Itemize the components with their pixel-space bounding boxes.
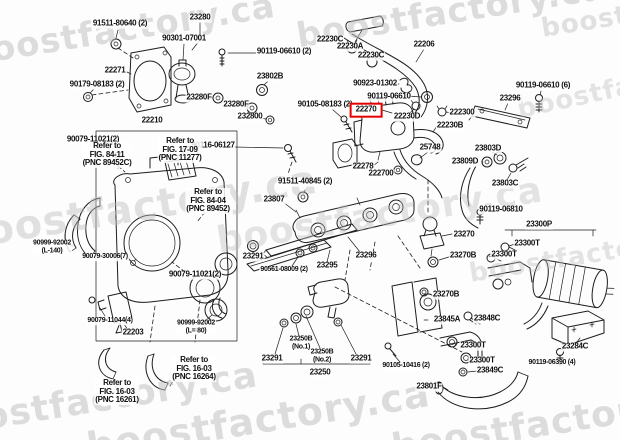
part-label: 22230C <box>356 50 386 61</box>
part-label: 23284C <box>560 341 590 352</box>
union-fittings-drawing <box>459 151 529 229</box>
delivery-pipe-drawing <box>246 189 421 281</box>
part-label: 90999-92002(L-140) <box>32 239 72 255</box>
part-label: 23280F <box>185 92 213 103</box>
part-label: 23809D <box>450 156 480 167</box>
part-label: 22271 <box>103 65 127 76</box>
part-label: 23250B(No.1) <box>288 335 314 351</box>
part-label: 23270 <box>452 229 476 240</box>
part-label: 90079-30006(7) <box>81 253 129 261</box>
part-label: 23802B <box>255 71 285 82</box>
part-label: 22203 <box>121 327 145 338</box>
part-label: 23300T <box>490 249 518 260</box>
part-label: 23270B <box>448 250 478 261</box>
part-label: 23280 <box>188 12 212 23</box>
part-label: 22206 <box>412 39 436 50</box>
part-label: 90923-01302 <box>352 78 398 89</box>
part-label: 22278 <box>351 161 375 172</box>
part-label: 23807 <box>262 194 286 205</box>
part-label: 23300T <box>459 340 487 351</box>
part-label: 22210 <box>140 115 164 126</box>
part-label: 23291 <box>260 353 284 364</box>
part-label: 22230B <box>435 120 465 131</box>
part-label: 23296 <box>498 93 522 104</box>
part-label: 222700 <box>367 168 395 179</box>
part-label: 90119-06610 (6) <box>514 80 572 91</box>
part-label: 23295 <box>315 260 339 271</box>
part-label: 90301-07001 <box>161 33 207 44</box>
part-label: 23848C <box>472 313 502 324</box>
part-label: 222300 <box>448 107 476 118</box>
part-label: 22230C <box>315 34 345 45</box>
part-label: 23270B <box>431 289 461 300</box>
part-label: 23291 <box>349 353 373 364</box>
part-label: 232800 <box>236 111 264 122</box>
bracket-23845A-drawing <box>384 277 443 363</box>
part-label: 23801F <box>415 381 443 392</box>
part-label: 22230A <box>335 41 365 52</box>
banjo-pipes-drawing <box>334 286 483 377</box>
part-label: 23849C <box>475 365 505 376</box>
part-label: 23803D <box>473 143 503 154</box>
part-label: 90079-11044(4) <box>86 317 134 325</box>
part-label: 23845A <box>432 314 462 325</box>
gasket-22271-drawing <box>83 29 172 113</box>
part-label: 23300P <box>525 219 553 230</box>
part-label: 22230D <box>392 111 422 122</box>
part-label: 90119-06610 (2) <box>255 46 313 57</box>
part-label: 90119-06810 <box>478 204 524 215</box>
highlighted-part-label: 22270 <box>349 102 383 118</box>
frame-box <box>95 130 238 342</box>
part-label: 90179-08183 (2) <box>68 79 126 90</box>
part-label: 90119-06390 (4) <box>527 359 577 367</box>
part-label: 23300T <box>468 355 496 366</box>
part-label: 23280F <box>222 99 250 110</box>
part-label: 90999-92002(L= 80) <box>176 319 216 335</box>
part-label: 90561-08009 (2) <box>259 266 309 274</box>
part-label: 90105-08183 (2) <box>296 99 354 110</box>
part-label: 90079-11021(2) <box>65 134 121 145</box>
damper-drawing <box>419 216 453 268</box>
part-label: 23296 <box>354 250 378 261</box>
part-label: 23250B(No.2) <box>309 348 335 364</box>
part-label: 23291 <box>241 251 265 262</box>
seals-drawing <box>209 80 297 175</box>
part-label: 90079-11021(2) <box>167 269 223 280</box>
part-label: 91511-80640 (2) <box>91 18 149 29</box>
part-label: 91511-40845 (2) <box>276 176 334 187</box>
fuel-filter-drawing <box>486 229 615 330</box>
part-label: 23803C <box>490 178 520 189</box>
part-label: 25748 <box>418 142 442 153</box>
part-label: 90119-06610 <box>366 91 412 102</box>
part-label: 90105-10416 (2) <box>381 362 431 370</box>
part-label: 23300T <box>513 238 541 249</box>
part-label: 90116-06127 <box>190 140 236 151</box>
part-label: 23250 <box>308 367 332 378</box>
